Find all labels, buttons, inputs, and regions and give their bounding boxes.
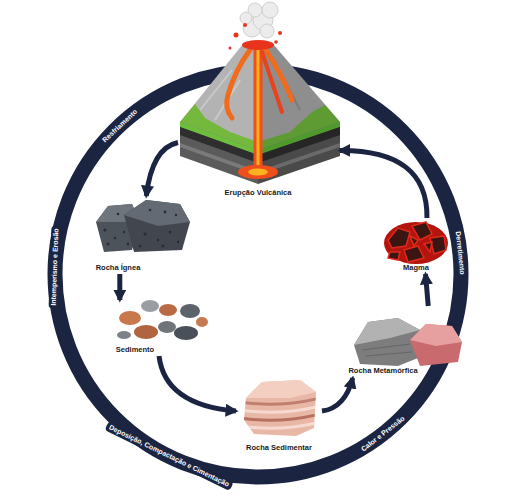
sediment-drawing-part [134, 325, 158, 339]
volcano-drawing-part [262, 52, 282, 112]
sedimentary-rock-drawing-part-part [240, 406, 320, 412]
sediment-drawing-part [174, 326, 198, 340]
volcano-drawing-part [229, 23, 283, 50]
sedimentary-rock-drawing [240, 380, 320, 436]
process-label: Calor e Pressão [357, 412, 410, 456]
igneous-rock-drawing-part-part [164, 211, 167, 214]
metamorphic-rock-drawing-part [354, 318, 420, 345]
igneous-rock-drawing-part-part [107, 243, 110, 246]
magma-drawing [384, 222, 448, 264]
sediment-drawing-part [196, 317, 208, 327]
volcano-drawing [180, 2, 340, 184]
smoke-cloud-part [260, 24, 274, 38]
metamorphic-rock-drawing-part [354, 318, 420, 366]
sediment-drawing-part [141, 300, 159, 312]
smoke-cloud-part [262, 2, 278, 18]
magma-drawing-part-part [412, 222, 432, 240]
node-label: Erupção Vulcânica [225, 188, 292, 197]
igneous-rock-drawing-part-part [143, 232, 146, 235]
cycle-arrow [340, 150, 427, 218]
volcano-drawing-part [242, 40, 274, 50]
volcano-drawing-part [227, 50, 250, 118]
cycle-arrow [159, 356, 236, 411]
process-label: Resfriamento [98, 105, 142, 147]
node-label: Rocha Sedimentar [246, 443, 312, 452]
magma-drawing-part-part [410, 236, 418, 246]
metamorphic-rock-drawing [354, 318, 462, 366]
igneous-rock-node: Rocha Ígnea [88, 196, 194, 274]
volcano-drawing-part-part [278, 31, 282, 35]
process-label: Deposição, Compactação e Cimentação [104, 422, 233, 492]
igneous-rock-drawing-part-part [117, 213, 120, 216]
magma-drawing-part-part [430, 236, 446, 254]
igneous-rock-drawing-part-part [157, 239, 160, 242]
cycle-arrow [117, 274, 122, 300]
sedimentary-rock-drawing-part-part [240, 414, 320, 420]
sedimentary-rock-drawing-part-part [240, 398, 320, 404]
igneous-rock-drawing-part-part [114, 237, 117, 240]
smoke-cloud [240, 2, 278, 38]
volcano-drawing-part [248, 169, 268, 176]
igneous-rock-drawing-part-part [139, 245, 142, 248]
sedimentary-rock-drawing-part [246, 380, 316, 398]
igneous-rock-drawing-part-part [175, 214, 177, 216]
magma-drawing-part [388, 222, 446, 262]
magma-drawing-part [384, 222, 448, 264]
volcano-drawing-part-part [274, 40, 278, 44]
igneous-rock-drawing-part [124, 200, 190, 252]
igneous-rock-drawing-part-part [127, 243, 130, 246]
metamorphic-rock-node: Rocha Metamórfica [348, 306, 466, 378]
volcano-drawing-part [238, 165, 278, 179]
igneous-rock-drawing-part [103, 209, 179, 248]
process-label: Derretimento [452, 228, 467, 278]
sediment-drawing-part [159, 304, 177, 316]
node-label: Rocha Ígnea [96, 263, 141, 272]
cycle-arrow [146, 143, 178, 196]
cycle-arrow [322, 378, 353, 411]
metamorphic-rock-drawing-part [410, 324, 462, 366]
magma-drawing-part-part [404, 246, 424, 262]
volcano-drawing-part-part [229, 47, 232, 50]
sediment-drawing-part [180, 304, 200, 318]
magma-drawing-part-part [388, 252, 400, 260]
sedimentary-rock-node: Rocha Sedimentar [236, 376, 322, 454]
igneous-rock-drawing-part-part [169, 231, 172, 234]
igneous-rock-drawing [96, 200, 190, 252]
volcano-drawing-part-part [243, 23, 247, 27]
sediment-drawing-part [119, 311, 141, 325]
node-label: Magma [403, 263, 429, 272]
cycle-arrow [426, 274, 429, 306]
igneous-rock-drawing-part-part [123, 231, 125, 233]
magma-node: Magma [378, 218, 450, 274]
igneous-rock-drawing-part-part [103, 228, 106, 231]
volcano-node: Erupção Vulcânica [178, 0, 340, 198]
sediment-drawing-part [117, 331, 131, 339]
igneous-rock-drawing-part-part [177, 241, 179, 243]
volcano-drawing-part [254, 48, 263, 170]
node-label: Rocha Metamórfica [348, 366, 417, 375]
sediment-drawing-part [158, 321, 176, 333]
metamorphic-rock-drawing-part [362, 344, 412, 356]
magma-drawing-part-part [388, 228, 410, 248]
sedimentary-rock-drawing-part-part [240, 422, 320, 428]
magma-drawing-part-part [424, 242, 432, 252]
node-label: Sedimento [116, 345, 154, 354]
sediment-node: Sedimento [110, 300, 208, 356]
smoke-cloud-part [240, 12, 252, 24]
metamorphic-rock-drawing-part [410, 324, 462, 346]
process-label: Intemperismo e Erosão [49, 225, 62, 309]
igneous-rock-drawing-part-part [149, 209, 152, 212]
sedimentary-rock-drawing-part [240, 398, 320, 428]
igneous-rock-drawing-part [124, 200, 190, 226]
igneous-rock-drawing-part-part [162, 245, 165, 248]
sediment-drawing [117, 300, 208, 340]
volcano-drawing-part [257, 50, 260, 168]
volcano-drawing-part-part [234, 33, 239, 38]
